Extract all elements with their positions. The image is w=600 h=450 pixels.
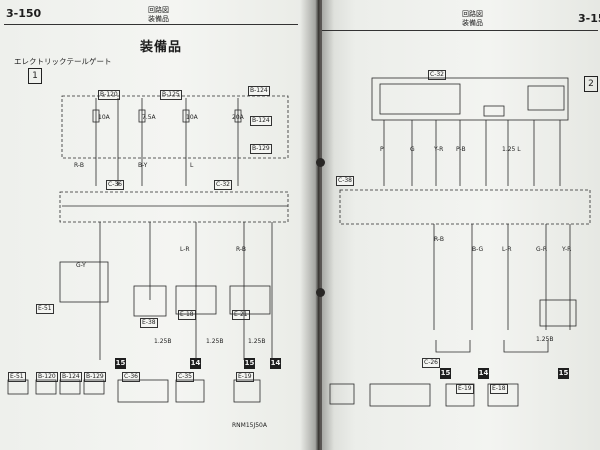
wire-code: 1.25B [248, 338, 266, 345]
connector-tag: E-19 [236, 372, 254, 382]
connector-tag: B-120 [98, 90, 120, 100]
connector-tag: E-38 [140, 318, 158, 328]
binder-hole [316, 288, 325, 297]
wire-code: L [190, 162, 194, 169]
connector-tag: B-120 [36, 372, 58, 382]
ground-badge: 14 [478, 368, 489, 379]
left-page-number: 3-150 [6, 7, 42, 20]
wire-code: R-B [74, 162, 84, 169]
right-page: 3-15 回路図 装備品 2 C-32 C-38 C-26 E-19 E-18 … [322, 0, 600, 450]
section-box-1: 1 [28, 68, 42, 84]
connector-tag: B-124 [60, 372, 82, 382]
fuse-label: 10A [98, 114, 110, 121]
ground-badge: 14 [270, 358, 281, 369]
wire-code: P [380, 146, 384, 153]
ground-badge: 15 [558, 368, 569, 379]
connector-tag: B-129 [250, 144, 272, 154]
book-gutter [300, 0, 334, 450]
left-header-rule [4, 24, 298, 25]
left-page-subtitle: エレクトリックテールゲート [14, 57, 112, 66]
wire-code: G-Y [76, 262, 86, 269]
wire-code: R-B [434, 236, 444, 243]
ground-badge: 15 [440, 368, 451, 379]
ground-badge: 14 [190, 358, 201, 369]
ground-badge: 15 [115, 358, 126, 369]
left-page-title: 装備品 [140, 40, 183, 55]
connector-tag: E-19 [456, 384, 474, 394]
connector-tag: E-18 [178, 310, 196, 320]
connector-tag: E-18 [490, 384, 508, 394]
right-page-number: 3-15 [578, 12, 600, 25]
connector-tag: C-35 [176, 372, 194, 382]
left-page: 3-150 回路図 装備品 装備品 エレクトリックテールゲート 1 B-120 … [0, 0, 318, 450]
ground-badge: 15 [244, 358, 255, 369]
wire-code: R-B [236, 246, 246, 253]
wire-code: Y-R [562, 246, 572, 253]
section-box-2: 2 [584, 76, 598, 92]
connector-tag: E-21 [232, 310, 250, 320]
right-header-line2: 装備品 [462, 19, 483, 27]
wire-code: L-R [180, 246, 190, 253]
connector-tag: C-38 [336, 176, 354, 186]
connector-tag: C-26 [422, 358, 440, 368]
wire-code: 1.25B [536, 336, 554, 343]
right-header-line1: 回路図 [462, 10, 483, 18]
connector-tag: B-124 [248, 86, 270, 96]
left-footer-code: RNM15J50A [232, 422, 267, 429]
connector-tag: E-51 [8, 372, 26, 382]
connector-tag: C-32 [428, 70, 446, 80]
wire-code: G-R [536, 246, 547, 253]
connector-tag: B-125 [160, 90, 182, 100]
wire-code: B-G [472, 246, 484, 253]
connector-tag: C-36 [122, 372, 140, 382]
fuse-label: 7.5A [142, 114, 156, 121]
connector-tag: B-124 [250, 116, 272, 126]
wire-code: Y-R [434, 146, 444, 153]
right-header-rule [322, 30, 598, 31]
wire-code: L-R [502, 246, 512, 253]
wire-code: P-B [456, 146, 466, 153]
left-header-line2: 装備品 [148, 15, 169, 23]
wire-code: 1.25 L [502, 146, 521, 153]
wire-code: 1.25B [154, 338, 172, 345]
fuse-label: 10A [186, 114, 198, 121]
left-header-line1: 回路図 [148, 6, 169, 14]
binder-hole [316, 158, 325, 167]
wire-code: B-Y [138, 162, 148, 169]
connector-tag: C-36 [106, 180, 124, 190]
connector-tag: B-129 [84, 372, 106, 382]
wire-code: 1.25B [206, 338, 224, 345]
connector-tag: E-51 [36, 304, 54, 314]
connector-tag: C-32 [214, 180, 232, 190]
